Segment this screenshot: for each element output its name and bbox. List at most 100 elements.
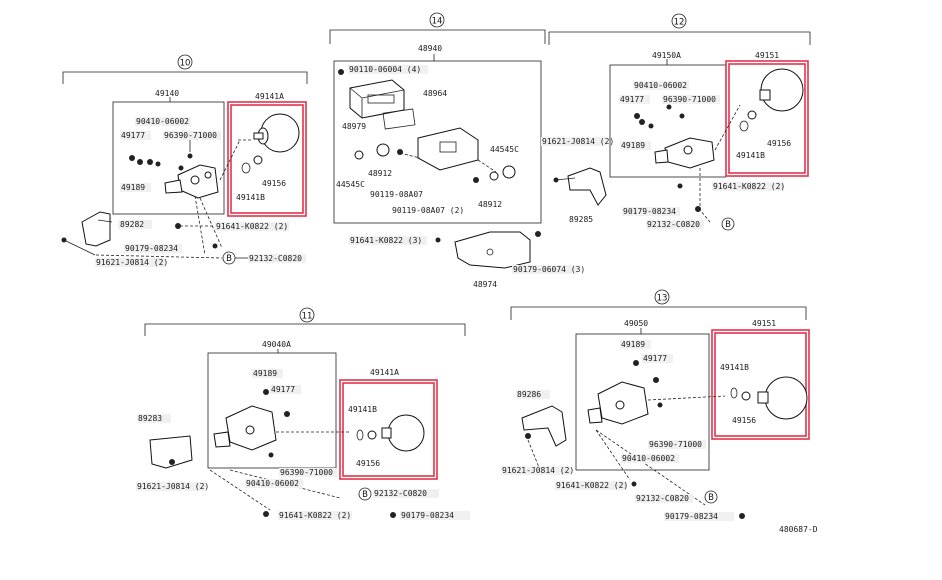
- part-label[interactable]: 90119-08A07: [370, 190, 423, 199]
- part-label[interactable]: 49156: [767, 139, 791, 148]
- part-label[interactable]: 90410-06002: [634, 81, 687, 90]
- part-label[interactable]: 91641-K0822 (2): [279, 511, 351, 520]
- part-label[interactable]: 92132-C0820: [647, 220, 700, 229]
- part-label[interactable]: 91621-J0814 (2): [502, 466, 574, 475]
- highlight-box: [339, 379, 438, 480]
- bracket[interactable]: [149, 435, 193, 469]
- part-label[interactable]: 49141B: [348, 405, 377, 414]
- part-label[interactable]: 89285: [569, 215, 593, 224]
- part-label[interactable]: 49189: [121, 183, 145, 192]
- part-label[interactable]: 49189: [621, 141, 645, 150]
- group-13: 13 49050 49151 B 49189 49177 8928: [501, 289, 810, 521]
- part-labels: 49189 49177 89286 49141B 49156 96390-710…: [501, 340, 756, 521]
- part-label[interactable]: 90179-06074 (3): [513, 265, 585, 274]
- part-label[interactable]: 91621-J0814 (2): [137, 482, 209, 491]
- group-11: 11 49040A 49141A B 49189 49177 89: [136, 307, 470, 520]
- accumulator-sphere[interactable]: [387, 414, 425, 452]
- part-label[interactable]: 49177: [620, 95, 644, 104]
- part-label[interactable]: 48974: [473, 280, 497, 289]
- part-label[interactable]: 49189: [621, 340, 645, 349]
- part-label[interactable]: 49156: [732, 416, 756, 425]
- assembly-label[interactable]: 49040A: [262, 340, 291, 349]
- part-label[interactable]: 91621-J0814 (2): [542, 137, 614, 146]
- accumulator-label[interactable]: 49141A: [255, 92, 284, 101]
- part-label[interactable]: 90110-06004 (4): [349, 65, 421, 74]
- bracket[interactable]: [417, 127, 479, 171]
- part-label[interactable]: 96390-71000: [280, 468, 333, 477]
- assembly-label[interactable]: 48940: [418, 44, 442, 53]
- part-label[interactable]: 48964: [423, 89, 447, 98]
- group-number: 12: [674, 18, 685, 28]
- part-label[interactable]: 44545C: [336, 180, 365, 189]
- part-label[interactable]: 90410-06002: [246, 479, 299, 488]
- o-ring[interactable]: [367, 430, 377, 440]
- part-label[interactable]: 92132-C0820: [374, 489, 427, 498]
- part-label[interactable]: 49141B: [236, 193, 265, 202]
- group-number: 14: [432, 17, 443, 27]
- part-label[interactable]: 49141B: [720, 363, 749, 372]
- part-label[interactable]: 90179-08234: [623, 207, 676, 216]
- part-label[interactable]: 89283: [138, 414, 162, 423]
- group-number-circle: [671, 13, 687, 29]
- part-labels: 90410-06002 96390-71000 49177 49189 9162…: [541, 81, 791, 229]
- o-ring[interactable]: [253, 155, 263, 165]
- part-label[interactable]: 49189: [253, 369, 277, 378]
- part-label[interactable]: 90410-06002: [622, 454, 675, 463]
- part-label[interactable]: 96390-71000: [649, 440, 702, 449]
- part-label[interactable]: 49177: [643, 354, 667, 363]
- accumulator-label[interactable]: 49151: [755, 51, 779, 60]
- accumulator-label[interactable]: 49141A: [370, 368, 399, 377]
- highlight-box: [711, 329, 810, 440]
- group-number-circle: [429, 12, 445, 28]
- part-label[interactable]: 48912: [368, 169, 392, 178]
- part-labels: 90410-06002 96390-71000 49177 49189 4915…: [95, 117, 306, 267]
- group-14: 14 48940 90110-06004 (4) 48964 48979 445…: [329, 12, 585, 289]
- highlight-box: [725, 60, 809, 177]
- part-label[interactable]: 44545C: [490, 145, 519, 154]
- part-label[interactable]: 91641-K0822 (2): [556, 481, 628, 490]
- assembly-label[interactable]: 49140: [155, 89, 179, 98]
- part-label[interactable]: 96390-71000: [164, 131, 217, 140]
- group-number-circle: [177, 54, 193, 70]
- part-label[interactable]: 90410-06002: [136, 117, 189, 126]
- part-label[interactable]: 49156: [262, 179, 286, 188]
- part-label[interactable]: 90179-08234: [125, 244, 178, 253]
- part-label[interactable]: 91641-K0822 (2): [713, 182, 785, 191]
- part-label[interactable]: 92132-C0820: [636, 494, 689, 503]
- part-label[interactable]: 89286: [517, 390, 541, 399]
- o-ring[interactable]: [741, 391, 751, 401]
- accumulator-label[interactable]: 49151: [752, 319, 776, 328]
- bracket[interactable]: [81, 211, 111, 247]
- bracket[interactable]: [521, 405, 567, 447]
- part-label[interactable]: 48979: [342, 122, 366, 131]
- accumulator-sphere[interactable]: [764, 376, 808, 420]
- part-label[interactable]: 91621-J0814 (2): [96, 258, 168, 267]
- part-label[interactable]: 90119-08A07 (2): [392, 206, 464, 215]
- ref-marker: B: [362, 490, 368, 500]
- part-label[interactable]: 90179-08234: [665, 512, 718, 521]
- part-label[interactable]: 49177: [271, 385, 295, 394]
- bracket[interactable]: [567, 167, 607, 206]
- part-label[interactable]: 90179-08234: [401, 511, 454, 520]
- o-ring[interactable]: [747, 110, 757, 120]
- group-number: 13: [657, 294, 668, 304]
- part-label[interactable]: 96390-71000: [663, 95, 716, 104]
- diagram-id: 480687-D: [779, 525, 818, 534]
- group-number: 11: [302, 312, 313, 322]
- part-label[interactable]: 49177: [121, 131, 145, 140]
- group-12: 12 49150A 49151 B 90410-06002 96390-: [541, 13, 811, 231]
- part-label[interactable]: 48912: [478, 200, 502, 209]
- assembly-label[interactable]: 49050: [624, 319, 648, 328]
- assembly-label[interactable]: 49150A: [652, 51, 681, 60]
- part-label[interactable]: 89282: [120, 220, 144, 229]
- group-10: 10 49140 49141A B: [61, 54, 308, 267]
- part-label[interactable]: 49156: [356, 459, 380, 468]
- part-label[interactable]: 91641-K0822 (2): [216, 222, 288, 231]
- control-unit[interactable]: [349, 79, 405, 119]
- part-labels: 90110-06004 (4) 48964 48979 44545C 44545…: [336, 65, 585, 289]
- part-label[interactable]: 92132-C0820: [249, 254, 302, 263]
- part-label[interactable]: 49141B: [736, 151, 765, 160]
- part-label[interactable]: 91641-K0822 (3): [350, 236, 422, 245]
- group-number-circle: [654, 289, 670, 305]
